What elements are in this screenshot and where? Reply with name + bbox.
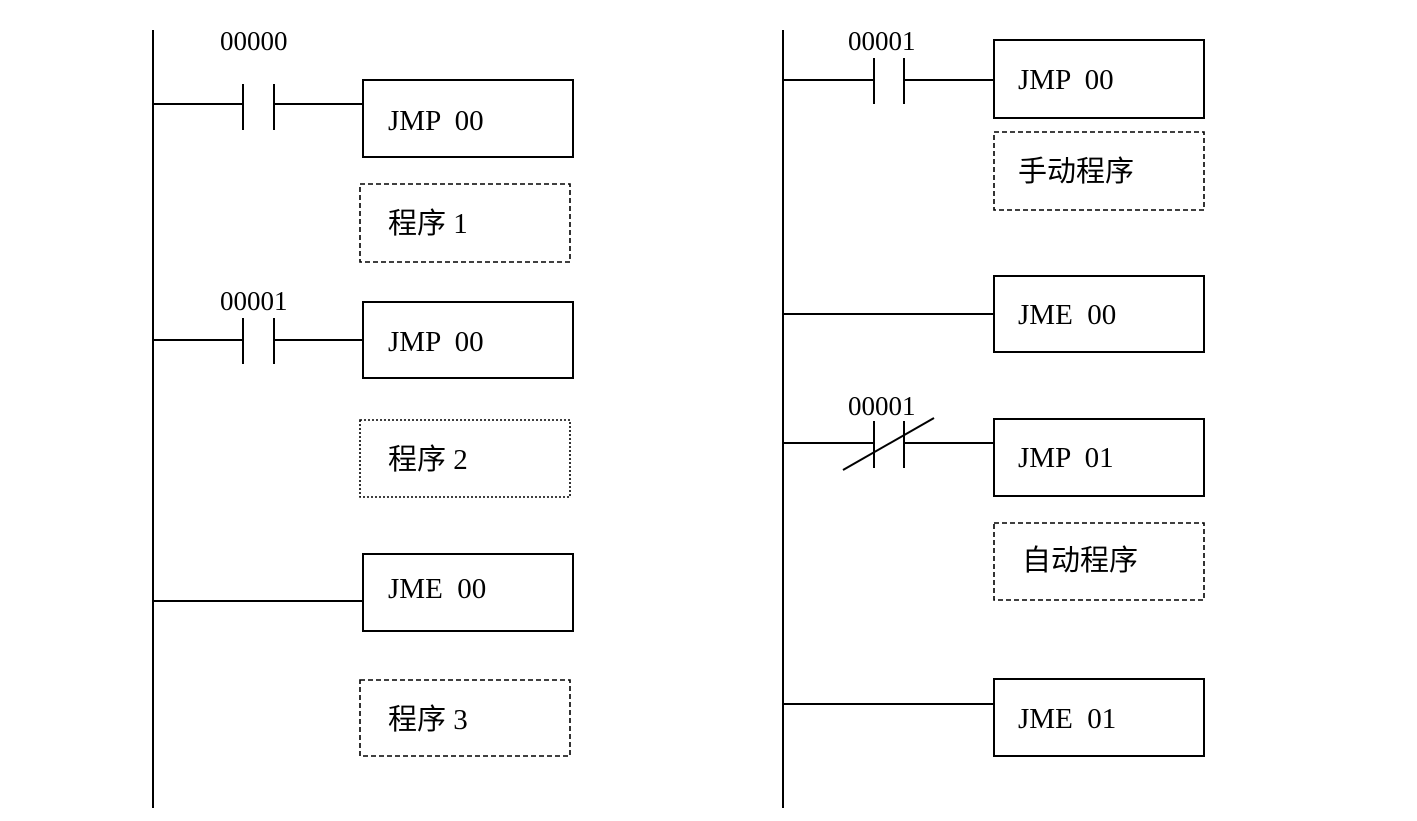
program-block-3: 程序 3 [359,679,571,757]
instruction-label: JME 00 [1018,299,1116,331]
right-rung-4: JME 01 [783,678,1205,757]
nc-contact-symbol [842,417,935,471]
no-contact-symbol [242,318,275,364]
instruction-label: JMP 00 [1018,64,1114,96]
left-rung-1: 00000 JMP 00 [153,26,574,158]
right-rung-3: 00001 JMP 01 [783,391,1205,497]
instruction-box [362,79,574,158]
right-rung-2: JME 00 [783,275,1205,353]
program-label: 程序 1 [388,207,468,240]
instruction-box [993,39,1205,119]
program-block-manual: 手动程序 [993,131,1205,211]
program-block-1: 程序 1 [359,183,571,263]
left-rung-3: JME 00 [153,553,574,632]
program-label: 手动程序 [1018,155,1134,188]
contact-address-label: 00001 [848,26,916,56]
instruction-label: JMP 00 [388,326,484,358]
program-label: 程序 3 [388,703,468,736]
instruction-label: JMP 01 [1018,442,1114,474]
no-contact-symbol [873,58,905,104]
contact-address-label: 00001 [220,286,288,316]
right-rung-1: 00001 JMP 00 [783,26,1205,119]
contact-address-label: 00000 [220,26,288,56]
right-ladder: 00001 JMP 00 手动程序 JME 00 00001 JMP [782,26,1205,808]
instruction-box [362,301,574,379]
instruction-box [362,553,574,632]
left-rung-2: 00001 JMP 00 [153,286,574,379]
program-block-auto: 自动程序 [993,522,1205,601]
program-label: 程序 2 [388,443,468,476]
no-contact-symbol [242,84,275,130]
instruction-box [993,275,1205,353]
program-label: 自动程序 [1022,544,1138,577]
instruction-box [993,678,1205,757]
program-block-2: 程序 2 [359,419,571,498]
instruction-label: JME 00 [388,573,486,605]
left-ladder: 00000 JMP 00 程序 1 00001 JMP 00 程序 2 [152,26,574,808]
instruction-label: JMP 00 [388,105,484,137]
instruction-label: JME 01 [1018,703,1116,735]
instruction-box [993,418,1205,497]
contact-address-label: 00001 [848,391,916,421]
